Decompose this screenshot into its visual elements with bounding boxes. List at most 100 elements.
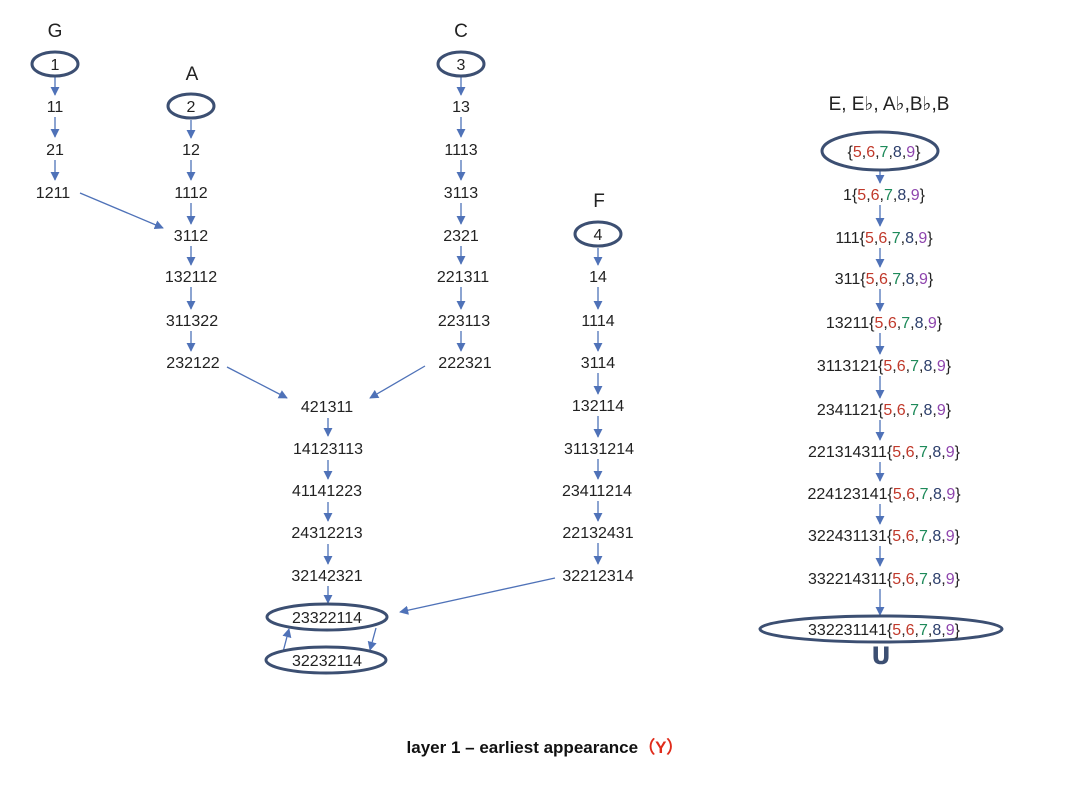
right-row-8-part-9: , [942, 486, 946, 503]
right-row-2-part-2: 5 [865, 230, 874, 247]
right-row-11-part-7: , [928, 622, 932, 639]
caption: layer 1 – earliest appearance（Y） [407, 737, 684, 757]
right-row-3-part-1: { [860, 271, 866, 288]
right-row-7-part-4: 6 [906, 444, 915, 461]
node-m-5: 23322114 [292, 610, 362, 627]
right-row-6-part-10: 9 [937, 402, 946, 419]
right-row-0-part-9: , [902, 144, 906, 161]
right-row-6-part-5: , [906, 402, 910, 419]
right-column-rows: {5,6,7,8,9}1{5,6,7,8,9}111{5,6,7,8,9}311… [807, 144, 961, 639]
right-row-1-part-2: 5 [857, 187, 866, 204]
right-row-5-part-7: , [919, 358, 923, 375]
right-row-3-part-9: , [915, 271, 919, 288]
right-row-3-part-11: } [928, 271, 934, 288]
right-row-1-part-3: , [866, 187, 870, 204]
right-row-10-part-0: 332214311 [808, 571, 887, 588]
caption-text: layer 1 – earliest appearance [407, 738, 639, 757]
right-row-0-part-6: 7 [880, 144, 889, 161]
node-f-1: 14 [589, 269, 607, 286]
right-row-11-part-1: { [887, 622, 893, 639]
node-g-2: 21 [46, 142, 64, 159]
right-row-4-part-8: 8 [915, 315, 924, 332]
right-row-1-part-11: } [920, 187, 926, 204]
right-row-10-part-4: 6 [906, 571, 915, 588]
node-m-0: 421311 [301, 399, 353, 416]
right-row-2-part-8: 8 [905, 230, 914, 247]
right-row-3-part-2: 5 [866, 271, 875, 288]
right-row-9-part-2: 5 [892, 528, 901, 545]
right-row-0-part-3: , [862, 144, 866, 161]
right-row-8-part-2: 5 [893, 486, 902, 503]
right-row-11: 332231141{5,6,7,8,9} [808, 622, 961, 639]
right-row-5-part-1: { [878, 358, 884, 375]
right-row-11-part-8: 8 [932, 622, 941, 639]
node-c-7: 222321 [438, 355, 491, 372]
right-row-5-part-0: 3113121 [817, 358, 878, 375]
right-row-1-part-9: , [906, 187, 910, 204]
right-row-0-part-2: 5 [853, 144, 862, 161]
right-row-8-part-8: 8 [933, 486, 942, 503]
node-m-6: 32232114 [292, 653, 362, 670]
header-c: C [454, 21, 468, 42]
right-row-2-part-4: 6 [878, 230, 887, 247]
right-row-7-part-2: 5 [892, 444, 901, 461]
right-row-1-part-0: 1 [843, 187, 852, 204]
right-row-6-part-4: 6 [897, 402, 906, 419]
right-row-5-part-9: , [932, 358, 936, 375]
right-row-11-part-6: 7 [919, 622, 928, 639]
right-row-5-part-11: } [946, 358, 952, 375]
node-f-7: 22132431 [562, 525, 633, 542]
right-row-2-part-3: , [874, 230, 878, 247]
node-m-1: 14123113 [293, 441, 363, 458]
right-row-2-part-5: , [887, 230, 891, 247]
right-row-9-part-11: } [955, 528, 961, 545]
right-row-7-part-3: , [901, 444, 905, 461]
node-f-5: 31131214 [564, 441, 634, 458]
right-row-8-part-1: { [888, 486, 894, 503]
cycle-ring-top [265, 602, 389, 632]
right-row-5-part-4: 6 [897, 358, 906, 375]
right-row-4-part-7: , [910, 315, 914, 332]
right-row-10-part-2: 5 [892, 571, 901, 588]
node-f-8: 32212314 [562, 568, 633, 585]
right-row-10-part-1: { [887, 571, 893, 588]
right-row-11-part-3: , [901, 622, 905, 639]
node-g-0: 1 [51, 57, 60, 74]
start-ring-c [436, 50, 486, 78]
right-row-9-part-5: , [915, 528, 919, 545]
right-row-10: 332214311{5,6,7,8,9} [808, 571, 961, 588]
node-f-6: 23411214 [562, 483, 632, 500]
arrow [369, 365, 426, 399]
right-row-3-part-7: , [901, 271, 905, 288]
node-a-3: 3112 [174, 228, 209, 245]
node-a-0: 2 [187, 99, 196, 116]
right-row-9-part-10: 9 [946, 528, 955, 545]
right-row-6-part-11: } [946, 402, 952, 419]
node-c-5: 221311 [437, 269, 489, 286]
right-row-0-part-7: , [888, 144, 892, 161]
start-ring-g [30, 50, 80, 78]
right-row-7-part-6: 7 [919, 444, 928, 461]
arrows-layer [50, 77, 885, 653]
start-ring-right [820, 130, 940, 172]
node-a-4: 132112 [165, 269, 217, 286]
right-row-8-part-4: 6 [906, 486, 915, 503]
right-row-1-part-4: 6 [871, 187, 880, 204]
arrow [367, 627, 377, 651]
right-row-11-part-10: 9 [946, 622, 955, 639]
right-row-11-part-2: 5 [892, 622, 901, 639]
right-row-9: 322431131{5,6,7,8,9} [808, 528, 961, 545]
right-row-7-part-10: 9 [946, 444, 955, 461]
right-row-3: 311{5,6,7,8,9} [835, 271, 934, 288]
right-row-4: 13211{5,6,7,8,9} [826, 315, 943, 332]
right-row-11-part-11: } [955, 622, 961, 639]
start-ring-f [573, 220, 623, 248]
right-row-1: 1{5,6,7,8,9} [843, 187, 926, 204]
header-a: A [186, 64, 199, 85]
right-row-7: 221314311{5,6,7,8,9} [808, 444, 961, 461]
right-row-7-part-0: 221314311 [808, 444, 887, 461]
right-row-6-part-6: 7 [910, 402, 919, 419]
right-row-4-part-0: 13211 [826, 315, 869, 332]
right-row-11-part-0: 332231141 [808, 622, 887, 639]
right-row-9-part-9: , [941, 528, 945, 545]
